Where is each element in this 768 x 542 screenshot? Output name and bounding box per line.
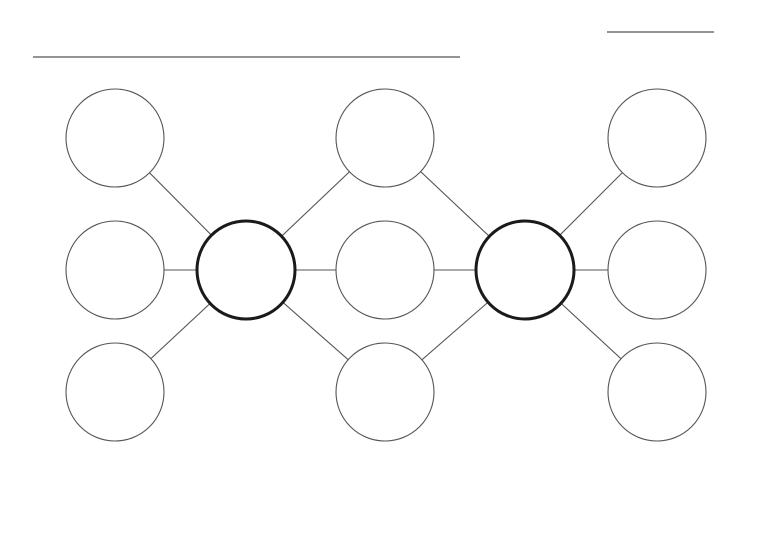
left-topic-bubble xyxy=(195,219,297,321)
right-bubble-1 xyxy=(607,220,707,320)
right-bubble-2 xyxy=(607,342,707,442)
shared-bubble-1 xyxy=(335,220,435,320)
right-bubble-0 xyxy=(607,88,707,188)
bubbles xyxy=(65,88,707,442)
shared-bubble-2 xyxy=(335,342,435,442)
shared-bubble-0 xyxy=(335,88,435,188)
left-bubble-0 xyxy=(65,88,165,188)
left-bubble-2 xyxy=(65,342,165,442)
right-topic-bubble xyxy=(474,219,576,321)
left-bubble-1 xyxy=(65,220,165,320)
